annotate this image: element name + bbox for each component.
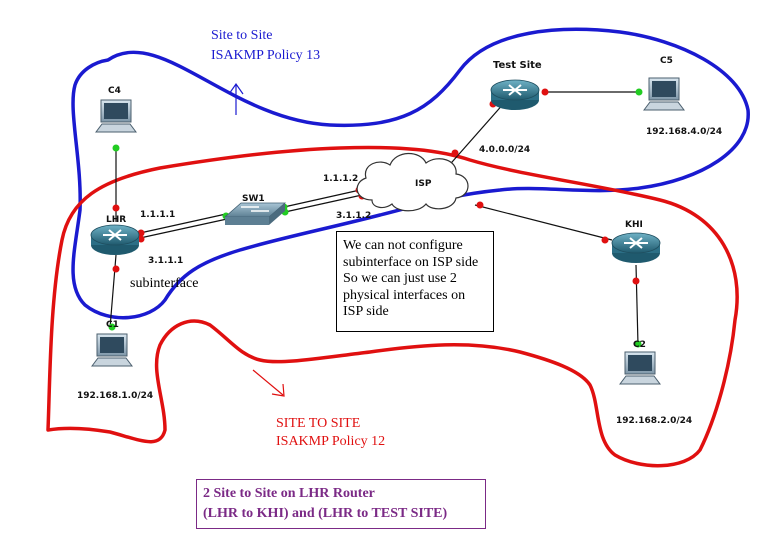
addr-isp-left-upper: 1.1.1.2 xyxy=(323,174,358,184)
addr-test-link: 4.0.0.0/24 xyxy=(479,145,530,155)
red-site-loop xyxy=(46,145,739,468)
addr-c5-net: 192.168.4.0/24 xyxy=(646,127,722,137)
red-site-title-line1: SITE TO SITE xyxy=(276,416,360,431)
subinterface-label: subinterface xyxy=(130,276,198,291)
label-c2: C2 xyxy=(633,340,646,350)
summary-line: 2 Site to Site on LHR Router xyxy=(203,486,375,501)
pc-c5-icon xyxy=(643,77,685,111)
addr-c2-net: 192.168.2.0/24 xyxy=(616,416,692,426)
link-sw1-isp-lower xyxy=(284,194,363,213)
summary-line: (LHR to KHI) and (LHR to TEST SITE) xyxy=(203,506,448,521)
link-khi-c2 xyxy=(635,264,639,346)
router-test-site-icon xyxy=(490,79,540,110)
blue-site-title-line1: Site to Site xyxy=(211,28,272,43)
link-lhr-sw1-lower xyxy=(139,218,228,239)
link-isp-test xyxy=(444,101,506,171)
blue-site-title-line2: ISAKMP Policy 13 xyxy=(211,48,320,63)
note-line: subinterface on ISP side xyxy=(343,254,479,270)
router-khi-icon xyxy=(611,232,661,263)
isp-note-box: We can not configure subinterface on ISP… xyxy=(336,231,494,332)
router-lhr-icon xyxy=(90,224,140,255)
label-khi: KHI xyxy=(625,220,643,230)
red-site-title-line2: ISAKMP Policy 12 xyxy=(276,434,385,449)
pc-c1-icon xyxy=(91,333,133,367)
link-isp-khi xyxy=(474,204,613,241)
label-isp: ISP xyxy=(415,179,432,189)
note-line: So we can just use 2 xyxy=(343,271,457,286)
label-test-site: Test Site xyxy=(493,60,542,71)
label-c1: C1 xyxy=(106,320,119,330)
note-line: ISP side xyxy=(343,304,389,319)
label-c4: C4 xyxy=(108,86,121,96)
link-sw1-isp-upper xyxy=(283,189,361,208)
switch-sw1-icon xyxy=(223,202,287,225)
addr-c1-net: 192.168.1.0/24 xyxy=(77,391,153,401)
label-c5: C5 xyxy=(660,56,673,66)
label-lhr: LHR xyxy=(106,215,126,225)
red-pointer-arrow-icon xyxy=(252,369,285,397)
summary-box: 2 Site to Site on LHR Router (LHR to KHI… xyxy=(196,479,486,529)
addr-isp-left-lower: 3.1.1.2 xyxy=(336,211,371,221)
note-line: We can not configure xyxy=(343,238,463,253)
isp-cloud-icon xyxy=(356,152,469,212)
blue-pointer-arrow-icon xyxy=(228,82,244,115)
pc-c4-icon xyxy=(95,99,137,133)
label-sw1: SW1 xyxy=(242,194,265,204)
addr-lhr-lower: 3.1.1.1 xyxy=(148,256,183,266)
link-lhr-sw1-upper xyxy=(139,213,227,234)
addr-lhr-upper: 1.1.1.1 xyxy=(140,210,175,220)
blue-site-loop xyxy=(71,27,750,320)
pc-c2-icon xyxy=(619,351,661,385)
note-line: physical interfaces on xyxy=(343,287,466,303)
